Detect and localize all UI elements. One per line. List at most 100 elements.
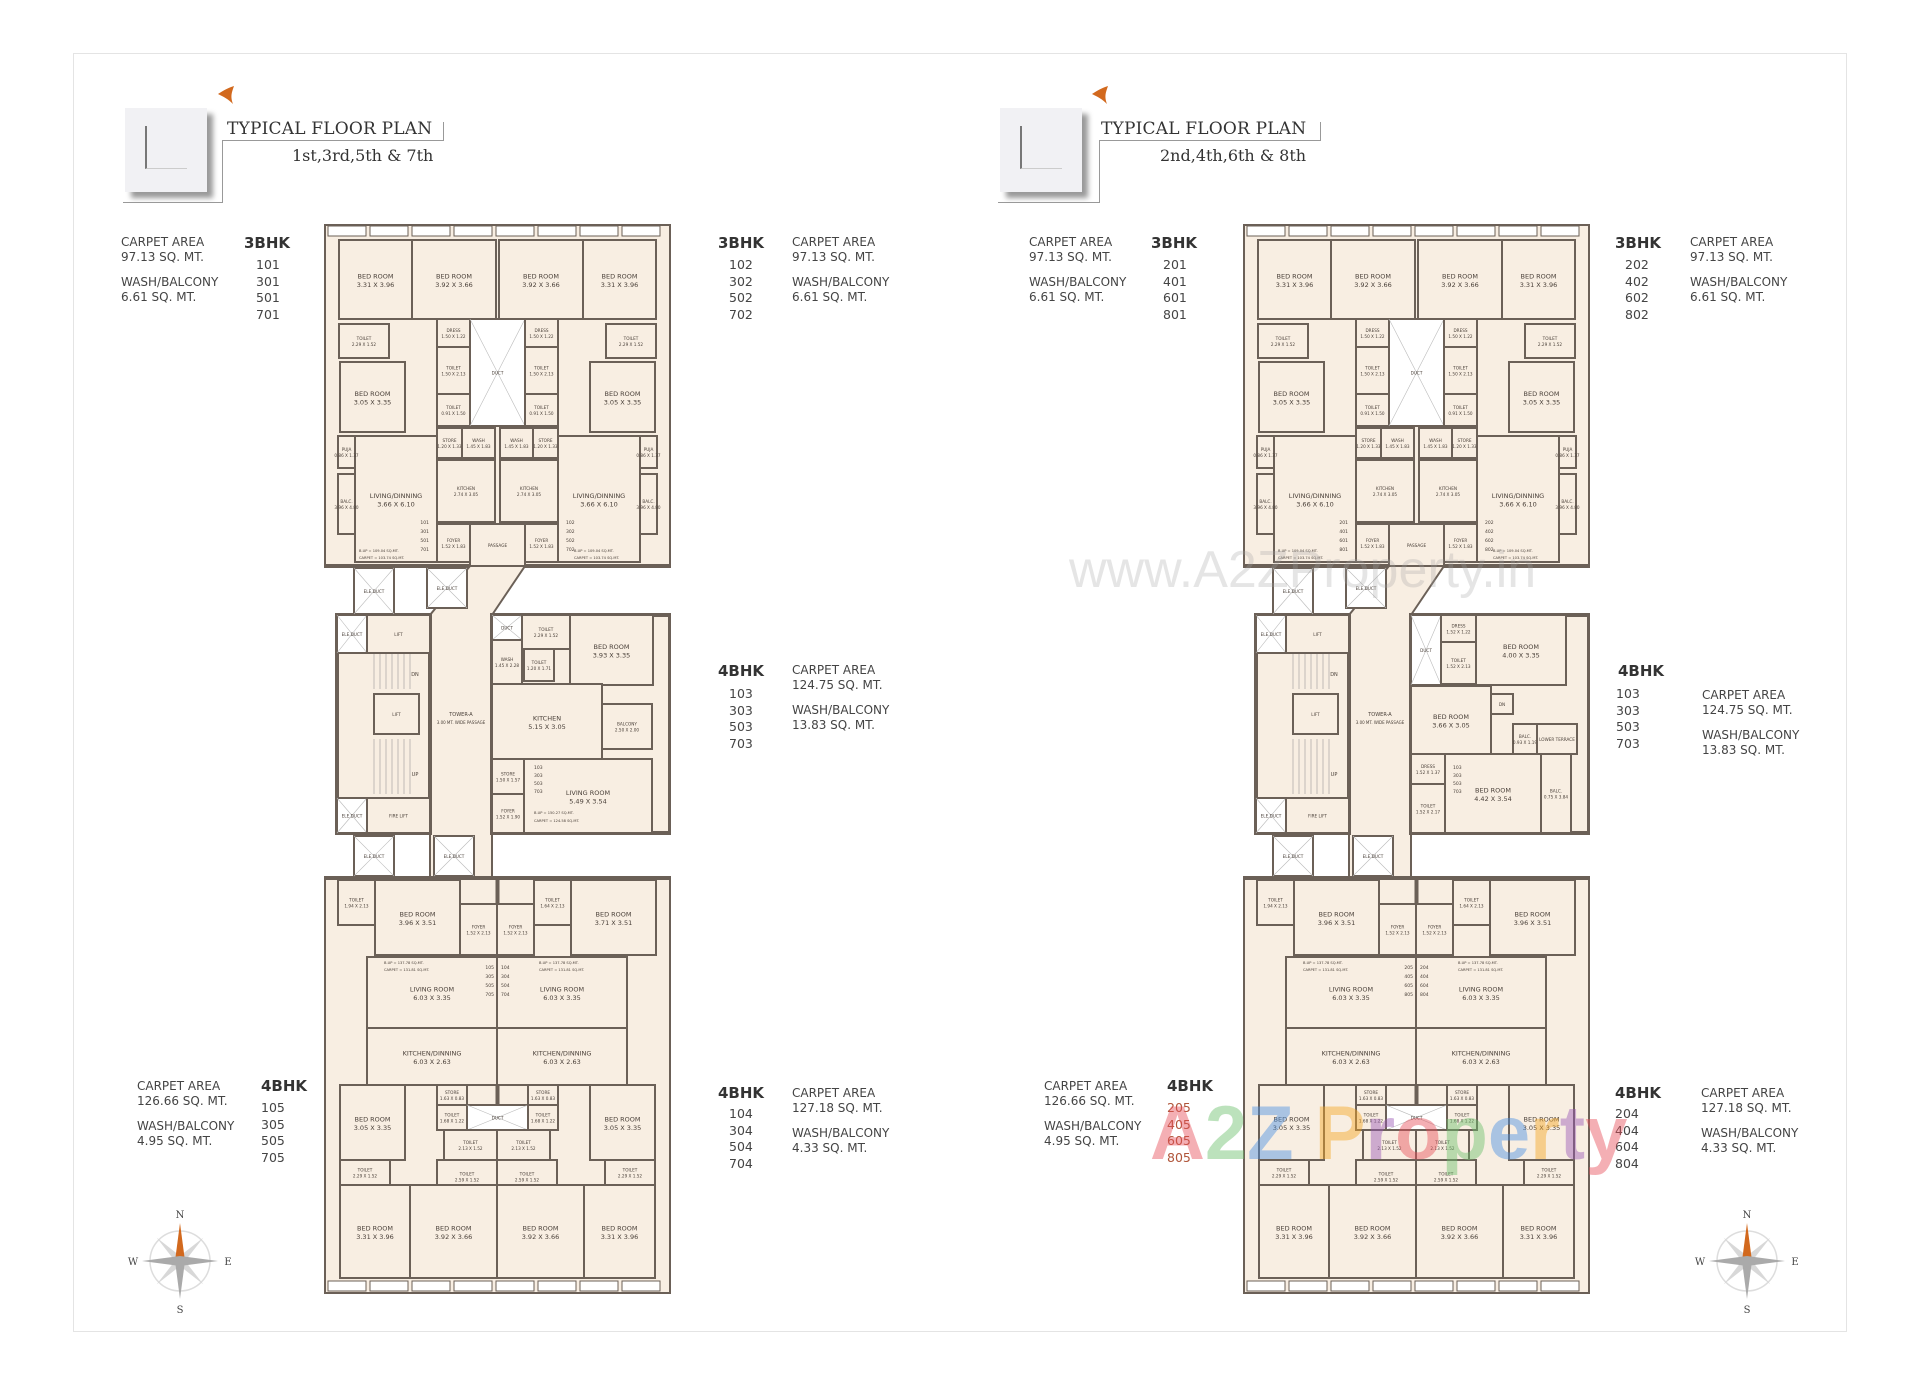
core-room: ELE.DUCT xyxy=(433,835,475,877)
window-strip xyxy=(1330,1280,1370,1292)
room-size: 1.45 X 1.83 xyxy=(466,444,491,449)
room-size: 6.03 X 3.35 xyxy=(1462,994,1500,1002)
unit-number: 302 xyxy=(729,273,753,289)
room-name: BALC. xyxy=(1550,789,1562,794)
room-size: 6.03 X 2.63 xyxy=(1462,1058,1500,1066)
room-name: ELE.DUCT xyxy=(1356,586,1377,591)
unit-number: 404 xyxy=(1615,1122,1639,1138)
unit-number: 502 xyxy=(729,290,753,305)
wash-balcony-value: 4.33 SQ. MT. xyxy=(792,1141,868,1155)
core-name: UP xyxy=(1331,772,1338,778)
room-name: KITCHEN xyxy=(457,486,475,491)
room-size: 1.20 X 1.33 xyxy=(437,444,462,449)
room-name: TOILET xyxy=(533,366,549,371)
unit-number: 301 xyxy=(256,273,280,289)
window-strip xyxy=(579,1280,619,1292)
room-size: 1.63 X 0.83 xyxy=(440,1096,465,1101)
unit-number: 705 xyxy=(485,992,494,998)
window-strip xyxy=(495,1280,535,1292)
room-size: 3.92 X 3.66 xyxy=(1354,281,1392,289)
carpet-area-value: 97.13 SQ. MT. xyxy=(1690,250,1773,264)
page-frame xyxy=(73,53,1847,1332)
room-name: BED ROOM xyxy=(1277,273,1313,281)
room-size: 1.52 X 1.90 xyxy=(496,815,521,820)
built-up-area: B.UP = 109.04 SQ.MT. xyxy=(1278,549,1318,553)
top-room: BALC.3.96 X 4.80 xyxy=(636,473,661,535)
built-up-area: B.UP = 137.78 SQ.MT. xyxy=(384,961,424,965)
room-name: PASSAGE xyxy=(1407,543,1427,548)
room-size: 2.29 X 1.52 xyxy=(534,633,559,638)
room-name: DUCT xyxy=(492,371,504,376)
room-size: 3.66 X 6.10 xyxy=(1296,501,1334,509)
room-name: BED ROOM xyxy=(357,1225,393,1233)
core-label: UP xyxy=(1331,772,1338,778)
header-emblem xyxy=(1000,108,1082,192)
room-size: 2.13 X 1.52 xyxy=(1377,1146,1402,1151)
room-name: FOYER xyxy=(1428,925,1442,930)
compass-east-pointer xyxy=(1747,1256,1785,1266)
unit-number: 401 xyxy=(1163,273,1187,289)
wash-balcony-value: 4.95 SQ. MT. xyxy=(137,1134,213,1148)
room-name: ELE.DUCT xyxy=(437,586,458,591)
built-up-area: B.UP = 137.78 SQ.MT. xyxy=(1303,961,1343,965)
room-size: 3.05 X 3.35 xyxy=(1273,399,1311,407)
room-name: KITCHEN/DINNING xyxy=(1322,1050,1381,1058)
unit-number: 703 xyxy=(1453,789,1462,795)
room-name: BED ROOM xyxy=(1521,1225,1557,1233)
room-size: 3.31 X 3.96 xyxy=(601,1233,639,1241)
unit-number: 103 xyxy=(729,686,753,701)
room-name: STORE xyxy=(538,438,552,443)
unit-number: 305 xyxy=(261,1116,285,1132)
header-emblem xyxy=(125,108,207,192)
room-name: TOILET xyxy=(1463,898,1479,903)
room-name: LIVING ROOM xyxy=(1329,986,1373,994)
room-size: 1.50 X 1.22 xyxy=(441,334,466,339)
room-name: BED ROOM xyxy=(400,911,436,919)
room-size: 1.50 X 1.57 xyxy=(496,778,521,783)
unit-number: 503 xyxy=(729,719,753,734)
room-name: LIFT xyxy=(1311,712,1320,717)
core-room: FIRE LIFT xyxy=(1285,797,1350,834)
top-room: BALC.3.96 X 4.80 xyxy=(1555,473,1580,535)
room-name: TOILET xyxy=(622,1168,638,1173)
room-size: 1.52 X 2.13 xyxy=(466,931,491,936)
room-name: TOILET xyxy=(1542,336,1558,341)
unit-number: 105 xyxy=(261,1100,285,1115)
room-size: 2.59 X 1.52 xyxy=(1374,1178,1399,1183)
wash-balcony-value: 4.95 SQ. MT. xyxy=(1044,1134,1120,1148)
room-name: BED ROOM xyxy=(1503,643,1539,651)
unit-number: 801 xyxy=(1163,306,1187,322)
room-name: BED ROOM xyxy=(523,273,559,281)
wash-balcony-value: 6.61 SQ. MT. xyxy=(121,290,197,304)
room-size: 2.74 X 3.05 xyxy=(1373,492,1398,497)
core-room: ELE.DUCT xyxy=(1272,835,1314,877)
core-room: ELE.DUCT xyxy=(353,567,395,615)
unit-number: 805 xyxy=(1404,992,1413,998)
room-name: KITCHEN/DINNING xyxy=(533,1050,592,1058)
wash-balcony-label: WASH/BALCONY xyxy=(792,275,890,289)
carpet-area-label: CARPET AREA xyxy=(792,663,876,677)
room-size: 3.96 X 3.51 xyxy=(1318,919,1356,927)
room-name: TOILET xyxy=(1276,1168,1292,1173)
room-name: TOILET xyxy=(1434,1140,1450,1145)
room-name: PUJA xyxy=(342,447,352,452)
core-name: UP xyxy=(412,772,419,778)
